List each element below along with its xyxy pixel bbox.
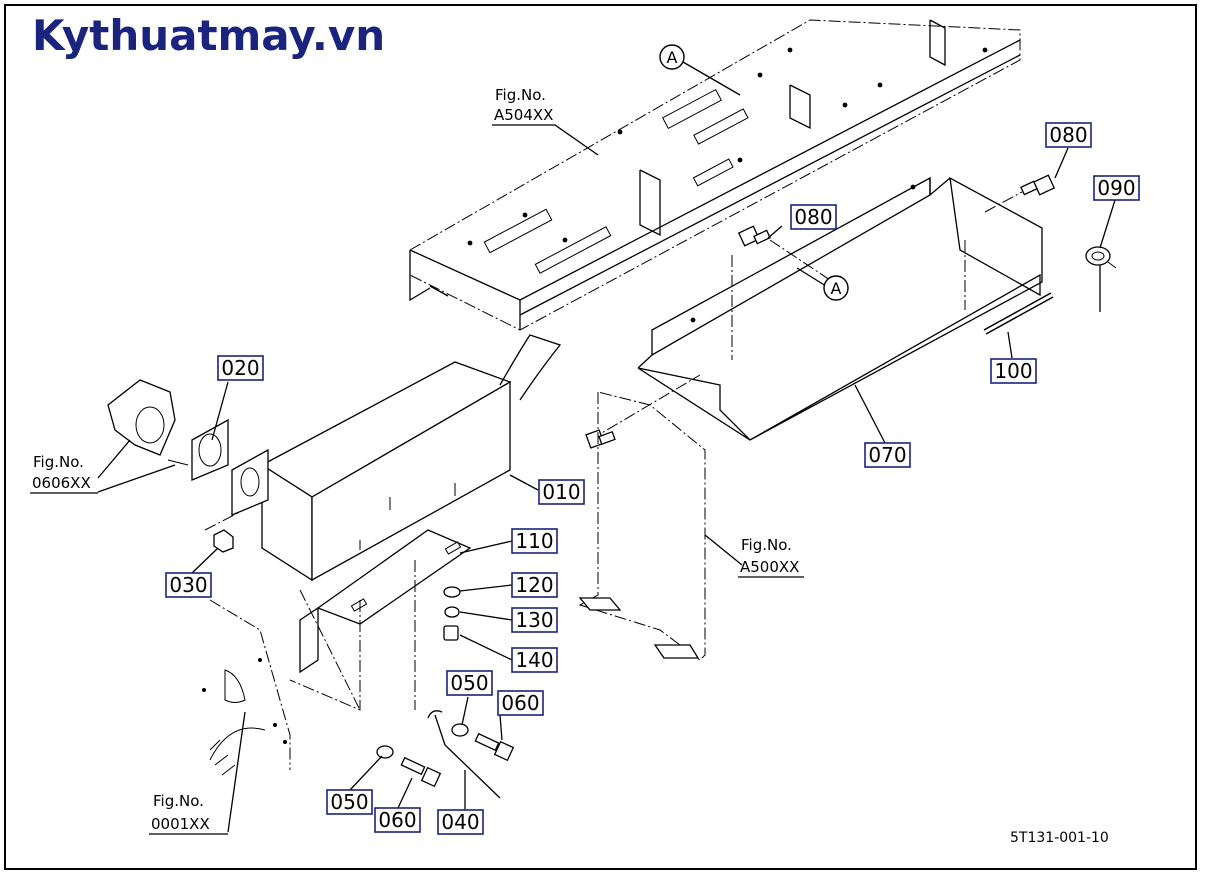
part-label-050a[interactable]: 050 bbox=[326, 789, 373, 815]
part-label-020-text: 020 bbox=[221, 356, 259, 380]
part-label-090[interactable]: 090 bbox=[1093, 175, 1140, 201]
fig-ref-a504-number[interactable]: A504XX bbox=[494, 106, 553, 124]
part-label-060a-text: 060 bbox=[378, 808, 416, 832]
drawing-code: 5T131-001-10 bbox=[1010, 830, 1109, 846]
part-label-050b-text: 050 bbox=[450, 671, 488, 695]
page-border bbox=[4, 4, 1197, 870]
part-label-080b[interactable]: 080 bbox=[1045, 122, 1092, 148]
part-label-100[interactable]: 100 bbox=[990, 358, 1037, 384]
part-label-130[interactable]: 130 bbox=[511, 607, 558, 633]
bolt-080a-drawing bbox=[737, 225, 831, 281]
bolt-side-drawing bbox=[585, 429, 616, 449]
stay-drawing bbox=[289, 529, 472, 711]
part-label-060b[interactable]: 060 bbox=[497, 690, 544, 716]
gasket-drawing bbox=[191, 418, 229, 481]
clamp-090-drawing bbox=[1085, 246, 1117, 269]
callout-a-mid: A bbox=[823, 275, 849, 301]
part-label-010-text: 010 bbox=[542, 480, 580, 504]
rod-100-drawing bbox=[983, 292, 1054, 335]
part-label-140-text: 140 bbox=[515, 648, 553, 672]
part-label-050a-text: 050 bbox=[330, 790, 368, 814]
part-label-110[interactable]: 110 bbox=[511, 528, 558, 554]
brand-title[interactable]: Kythuatmay.vn bbox=[32, 11, 385, 60]
engine-block-drawing bbox=[202, 599, 291, 776]
bolt-lower-drawing bbox=[376, 745, 442, 788]
fig-ref-a504[interactable]: Fig.No. A504XX bbox=[492, 86, 556, 126]
fig-ref-0001-number[interactable]: 0001XX bbox=[151, 815, 210, 833]
callout-a-top: A bbox=[659, 44, 685, 70]
part-label-060b-text: 060 bbox=[501, 691, 539, 715]
part-label-030[interactable]: 030 bbox=[165, 572, 212, 598]
washer-130-drawing bbox=[444, 606, 460, 618]
fig-ref-0001-title: Fig.No. bbox=[153, 792, 204, 810]
fig-ref-0606-number[interactable]: 0606XX bbox=[32, 474, 91, 492]
part-label-070[interactable]: 070 bbox=[864, 442, 911, 468]
part-label-080b-text: 080 bbox=[1049, 123, 1087, 147]
part-label-040-text: 040 bbox=[441, 810, 479, 834]
part-label-120-text: 120 bbox=[515, 573, 553, 597]
part-label-020[interactable]: 020 bbox=[217, 355, 264, 381]
cover-070-drawing bbox=[589, 176, 1043, 441]
part-label-140[interactable]: 140 bbox=[511, 647, 558, 673]
fig-ref-a500-number[interactable]: A500XX bbox=[740, 558, 799, 576]
nut-030-drawing bbox=[204, 511, 241, 553]
pipe-040-drawing bbox=[427, 710, 501, 799]
part-label-120[interactable]: 120 bbox=[511, 572, 558, 598]
manifold-drawing bbox=[107, 379, 189, 466]
part-label-100-text: 100 bbox=[994, 359, 1032, 383]
muffler-drawing bbox=[231, 334, 562, 582]
part-label-090-text: 090 bbox=[1097, 176, 1135, 200]
callout-a-mid-label: A bbox=[831, 279, 842, 298]
callout-a-top-label: A bbox=[667, 48, 678, 67]
part-label-040[interactable]: 040 bbox=[437, 809, 484, 835]
bracket-a500-drawing bbox=[578, 391, 706, 661]
frame-drawing bbox=[409, 19, 1021, 331]
fig-ref-a500-title: Fig.No. bbox=[741, 536, 792, 554]
part-label-080a-text: 080 bbox=[794, 205, 832, 229]
bolt-upper-drawing bbox=[451, 723, 515, 762]
part-label-030-text: 030 bbox=[169, 573, 207, 597]
part-label-010[interactable]: 010 bbox=[538, 479, 585, 505]
part-label-080a[interactable]: 080 bbox=[790, 204, 837, 230]
leader-lines bbox=[97, 61, 1116, 833]
bolt-080b-drawing bbox=[984, 174, 1056, 213]
fig-ref-0606-title: Fig.No. bbox=[33, 453, 84, 471]
fig-ref-a504-title: Fig.No. bbox=[495, 86, 546, 104]
fig-ref-a500[interactable]: Fig.No. A500XX bbox=[738, 536, 804, 578]
fig-ref-0001[interactable]: Fig.No. 0001XX bbox=[149, 792, 228, 835]
part-label-110-text: 110 bbox=[515, 529, 553, 553]
part-label-050b[interactable]: 050 bbox=[446, 670, 493, 696]
washer-120-drawing bbox=[443, 586, 461, 598]
fig-ref-0606[interactable]: Fig.No. 0606XX bbox=[30, 453, 98, 494]
part-label-130-text: 130 bbox=[515, 608, 553, 632]
part-label-070-text: 070 bbox=[868, 443, 906, 467]
part-label-060a[interactable]: 060 bbox=[374, 807, 421, 833]
nut-140-drawing bbox=[443, 625, 459, 641]
